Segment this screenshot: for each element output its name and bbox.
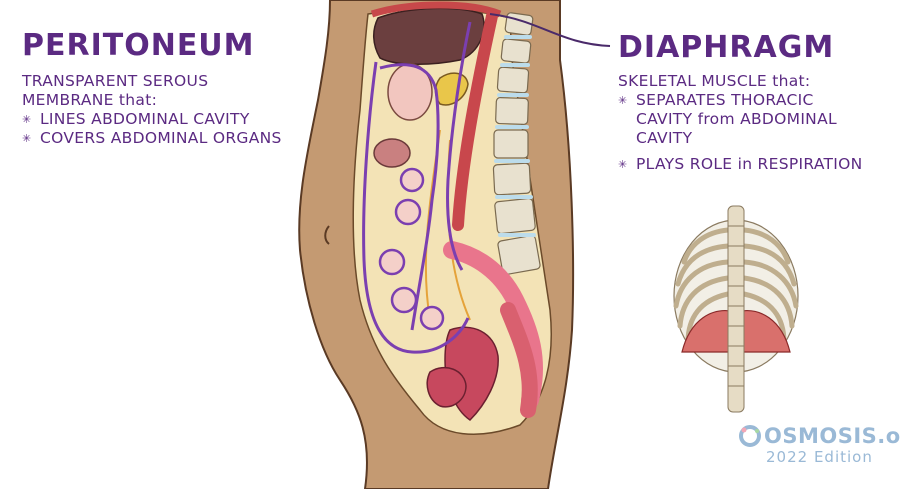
diaphragm-bullet-line: SEPARATES THORACIC: [636, 91, 814, 109]
diaphragm-bullet: PLAYS ROLE in RESPIRATION: [618, 155, 863, 174]
diaphragm-bullet-line: CAVITY from ABDOMINAL: [636, 110, 837, 128]
bladder: [426, 366, 467, 408]
osmosis-logo-icon: [739, 425, 761, 447]
diaphragm-arc: [370, 1, 502, 18]
peritoneum-posterior: [446, 21, 472, 271]
small-intestine-loops: [378, 167, 445, 331]
peritoneum-title: PERITONEUM: [22, 28, 255, 63]
logo-brand: OSMOSIS.org: [738, 424, 900, 448]
logo-edition: 2022 Edition: [766, 448, 873, 466]
osmosis-logo: OSMOSIS.org 2022 Edition: [738, 424, 900, 466]
peritoneum-greater-omentum: [379, 63, 440, 331]
peritoneum-bullet: LINES ABDOMINAL CAVITY: [22, 110, 282, 129]
spine: [492, 12, 541, 276]
rectum: [500, 302, 538, 418]
diaphragm-leader-line: [489, 13, 611, 47]
logo-brand-text: OSMOSIS.org: [764, 424, 900, 448]
navel: [324, 225, 330, 245]
rib-cage-illustration: [673, 205, 799, 413]
diaphragm-description: SKELETAL MUSCLE that: SEPARATES THORACIC…: [618, 72, 863, 181]
diaphragm-bullet-line: CAVITY: [636, 129, 693, 147]
peritoneum-bullet: COVERS ABDOMINAL ORGANS: [22, 129, 282, 148]
peritoneum-description: TRANSPARENT SEROUS MEMBRANE that: LINES …: [22, 72, 282, 148]
diaphragm-bullets: SEPARATES THORACIC CAVITY from ABDOMINAL…: [618, 91, 863, 174]
peritoneum-description-line: MEMBRANE that:: [22, 91, 158, 109]
diaphragm-description-line: SKELETAL MUSCLE that:: [618, 72, 811, 90]
diaphragm-bullet: SEPARATES THORACIC CAVITY from ABDOMINAL…: [618, 91, 863, 148]
transverse-colon: [373, 138, 411, 168]
peritoneum-bullets: LINES ABDOMINAL CAVITY COVERS ABDOMINAL …: [22, 110, 282, 148]
peritoneum-parietal: [362, 61, 470, 354]
intervertebral-discs: [494, 35, 536, 237]
aorta: [452, 10, 498, 231]
diaphragm-title: DIAPHRAGM: [618, 30, 835, 65]
peritoneum-description-line: TRANSPARENT SEROUS: [22, 72, 209, 90]
